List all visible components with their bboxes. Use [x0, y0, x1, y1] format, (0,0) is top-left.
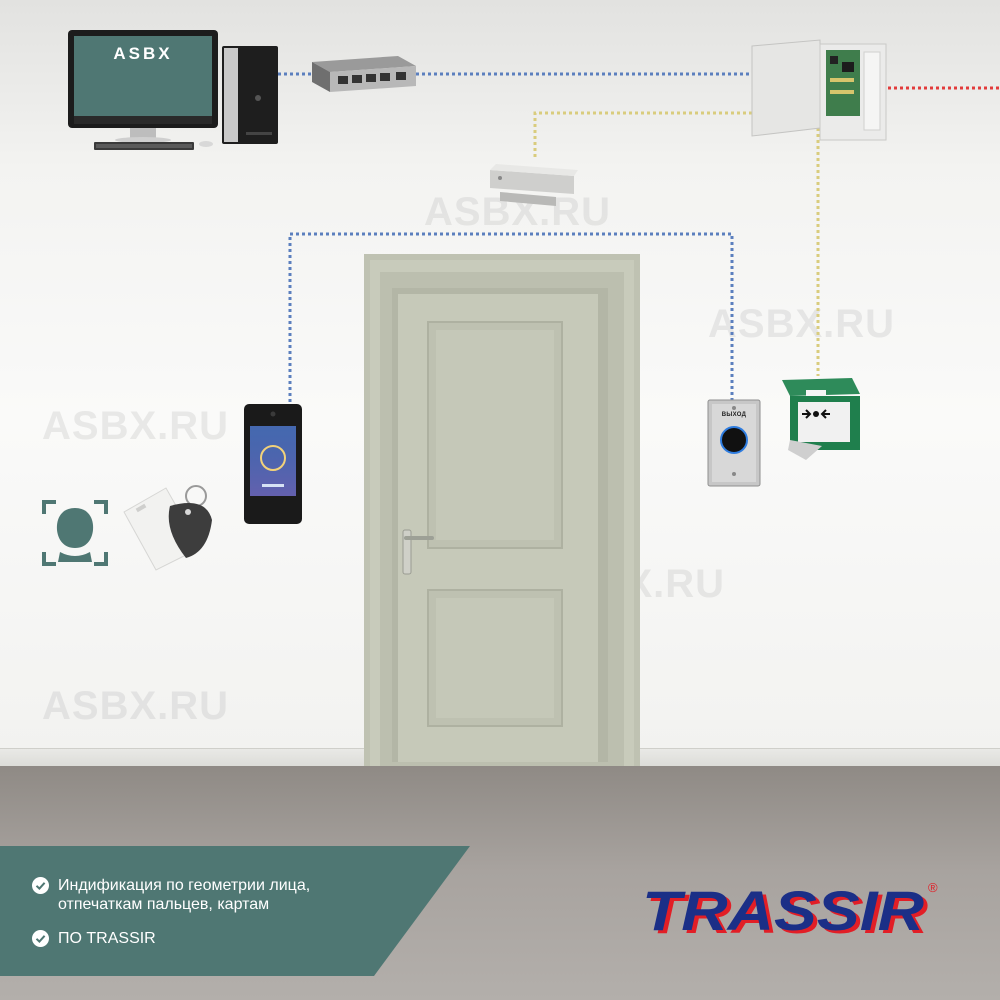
magnetic-lock-icon	[490, 164, 578, 206]
watermark: ASBX.RU	[708, 302, 896, 346]
power-wire	[533, 111, 752, 160]
door	[364, 254, 640, 766]
face-terminal-icon	[244, 404, 302, 524]
feature-banner	[0, 846, 470, 976]
monitor-label: ASBX	[113, 44, 173, 63]
keyfob-icon	[168, 485, 212, 558]
exit-button-icon	[707, 399, 761, 487]
face-scan-icon	[42, 500, 108, 566]
keyboard-icon	[94, 142, 194, 150]
check-circle-icon	[32, 930, 49, 947]
feature-item: ПО TRASSIR	[32, 929, 156, 948]
face-silhouette-icon	[56, 508, 94, 562]
monitor-icon	[68, 30, 218, 143]
watermark: ASBX.RU	[42, 684, 230, 728]
check-circle-icon	[32, 877, 49, 894]
registered-mark: ®	[928, 880, 938, 895]
door-handle-icon	[404, 536, 434, 540]
watermark: ASBX.RU	[42, 404, 230, 448]
feature-item: Индификация по геометрии лица, отпечатка…	[32, 876, 310, 914]
logo-wordmark: TRASSIR	[642, 879, 925, 940]
mouse-icon	[199, 141, 213, 147]
controller-cabinet-icon	[751, 39, 887, 141]
network-switch-icon	[312, 56, 416, 92]
reader-wire	[288, 232, 734, 402]
feature-text: Индификация по геометрии лица, отпечатка…	[58, 877, 311, 913]
pc-tower-icon	[222, 46, 278, 144]
trassir-logo: TRASSIR TRASSIR ®	[642, 879, 938, 940]
emergency-release-icon	[782, 378, 860, 460]
logo-wordmark-shadow: TRASSIR	[646, 882, 929, 940]
exit-button-label: ВЫХОД	[721, 412, 747, 418]
feature-text: ПО TRASSIR	[58, 930, 156, 947]
